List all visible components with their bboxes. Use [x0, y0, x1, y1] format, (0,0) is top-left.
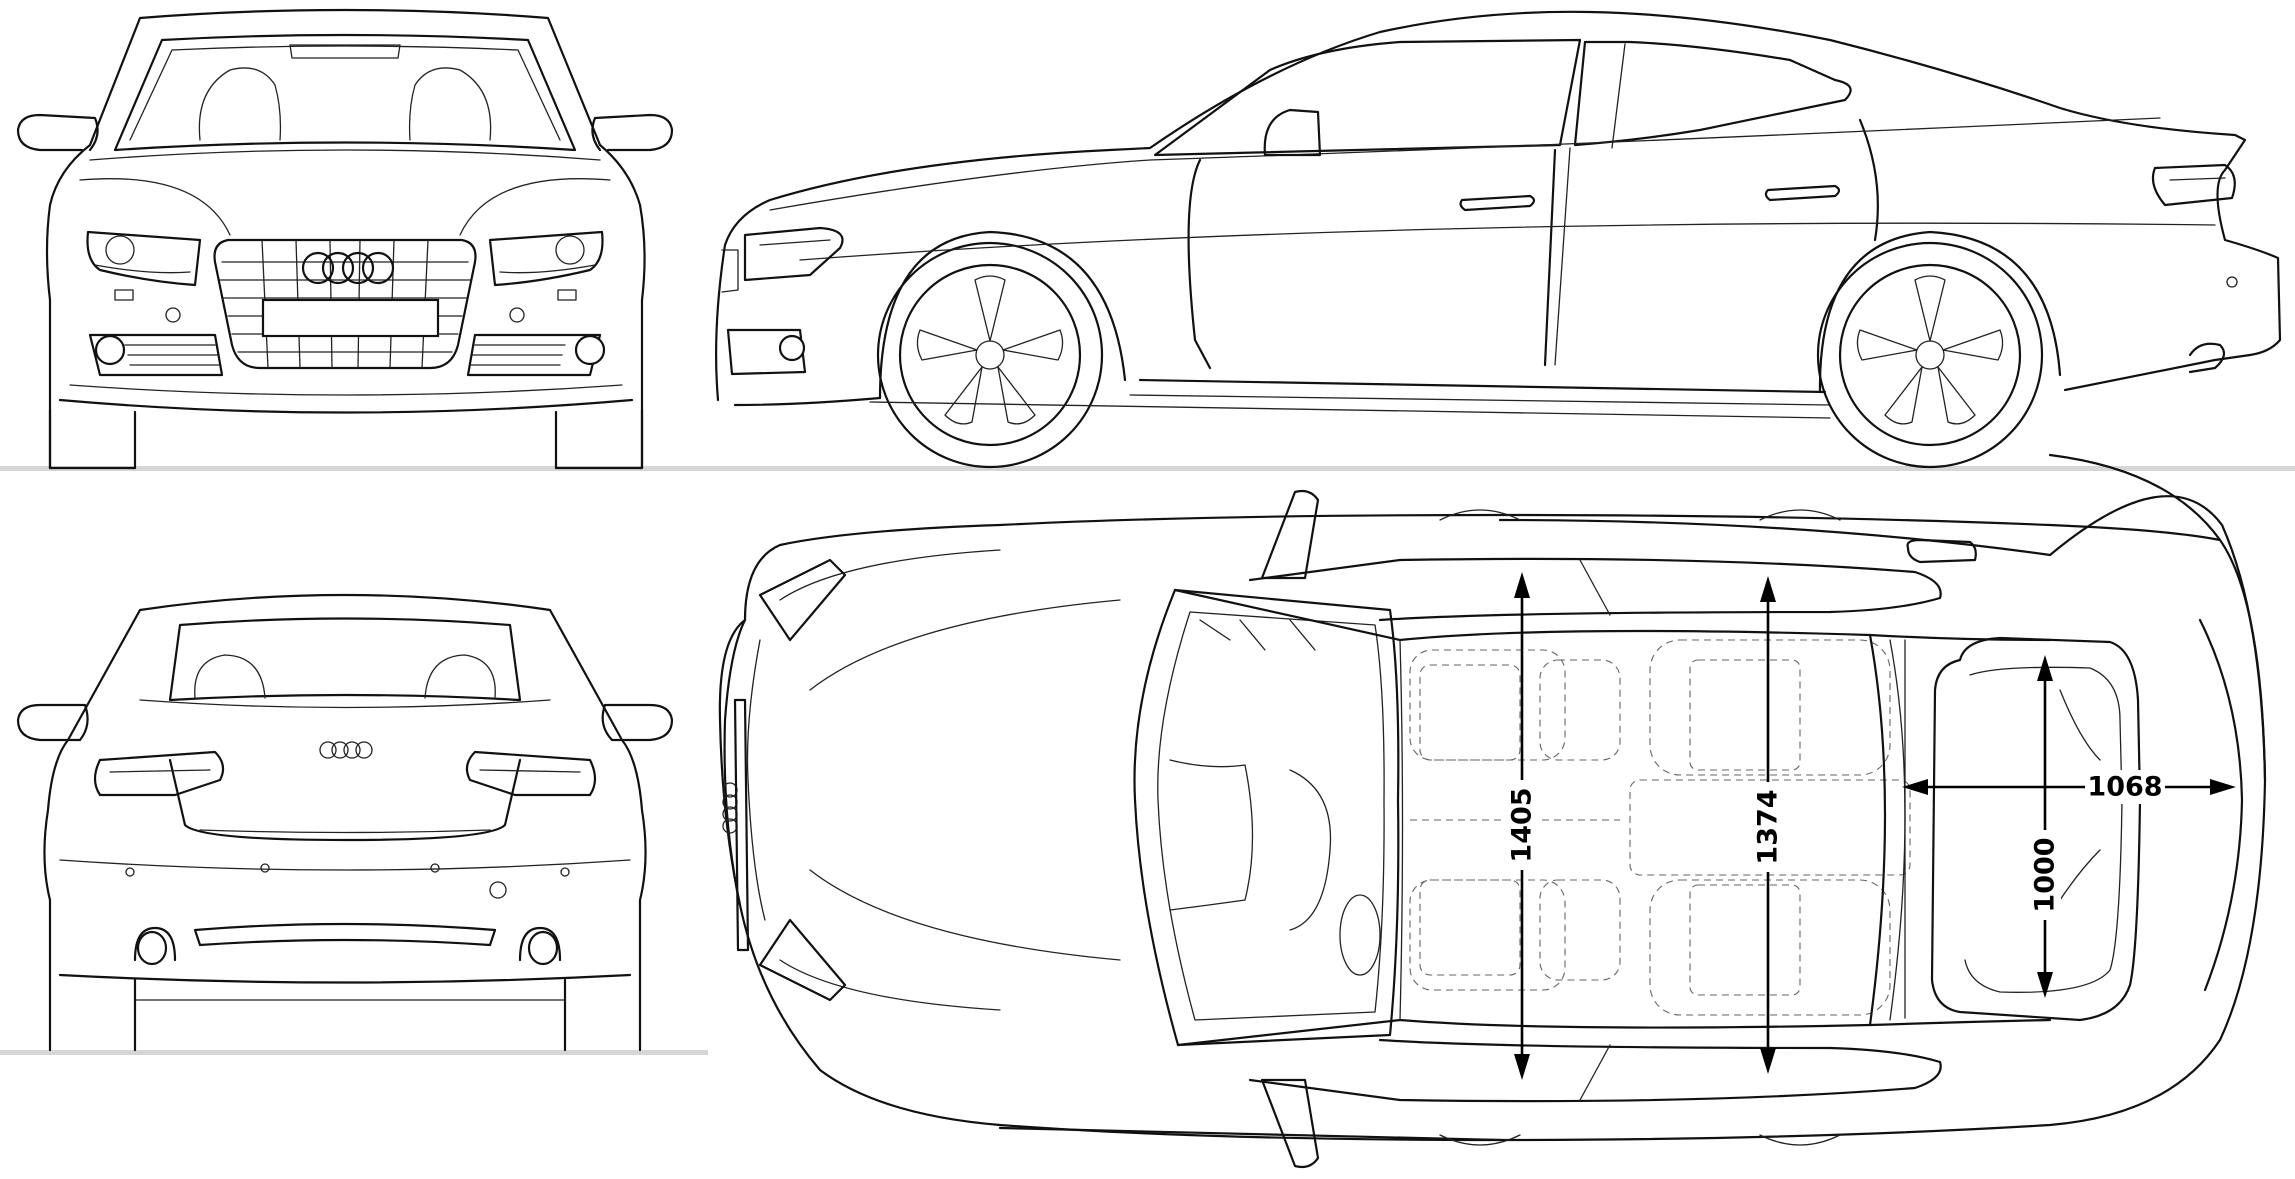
dimension-trunk-length: 1068 [1902, 770, 2236, 804]
dimension-label-1374: 1374 [1753, 789, 1784, 864]
audi-rings-icon [301, 251, 395, 285]
dimension-trunk-width: 1000 [2029, 655, 2061, 998]
separator-lower-left [0, 1050, 708, 1055]
front-view [16, 8, 674, 470]
separator-upper [0, 466, 2295, 471]
dimension-label-1068: 1068 [2087, 772, 2162, 803]
dimension-rear-track: 1374 [1752, 576, 1784, 1074]
dimension-label-1000: 1000 [2030, 837, 2061, 912]
rear-view [16, 593, 674, 1052]
dimension-label-1405: 1405 [1507, 787, 1538, 862]
dimension-front-track: 1405 [1506, 572, 1538, 1080]
side-view [715, 10, 2282, 469]
top-view [718, 453, 2267, 1169]
audi-rings-icon [319, 741, 373, 759]
